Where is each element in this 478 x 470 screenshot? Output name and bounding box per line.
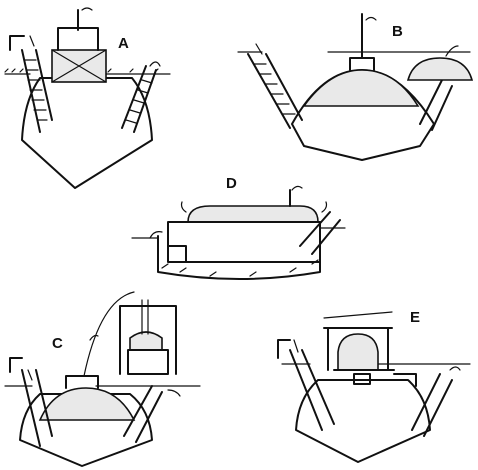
inlet-pipe-c [21, 369, 53, 447]
gas-pipe-e [393, 373, 417, 387]
gas-arrow-a [81, 7, 93, 11]
gas-arrow-d [291, 185, 303, 191]
outlet-d [299, 211, 341, 255]
digester-d: D [131, 175, 346, 280]
gas-valve-e [353, 373, 371, 385]
label-c: C [52, 335, 63, 352]
holder-gas-e [337, 333, 379, 371]
label-d: D [226, 175, 237, 192]
cover-arrow-b [445, 45, 459, 57]
inlet-arrow-d [149, 231, 163, 239]
inlet-funnel-c [9, 357, 23, 373]
gas-outlet-c [65, 375, 99, 389]
label-e: E [410, 309, 420, 326]
dome-cover-b [406, 57, 474, 81]
inlet-pipe-a [21, 49, 53, 133]
gas-arrow-c [89, 334, 99, 341]
housing-e [323, 327, 393, 371]
inlet-arrow-b [255, 43, 263, 55]
digester-e: E [277, 309, 471, 463]
cover-lid-e [323, 311, 393, 319]
holder-gas-c [129, 331, 163, 351]
drum-frame-a [57, 27, 99, 51]
label-b: B [392, 23, 403, 40]
trench-d [157, 227, 321, 280]
holder-guide-c [141, 299, 149, 335]
outlet-arrow-a [149, 61, 161, 67]
bag-liquid-d [167, 221, 321, 263]
inlet-d [167, 245, 187, 263]
inlet-arrow-a [29, 35, 35, 47]
tank-body-c [19, 393, 153, 467]
tank-body-a [21, 77, 153, 189]
inlet-funnel-a [9, 35, 25, 51]
dome-gas-c [38, 387, 136, 421]
outlet-arrow-c [167, 389, 181, 397]
holder-tank-c [127, 349, 169, 375]
outlet-pipe-a [121, 65, 157, 133]
outlet-arrow-e [449, 366, 461, 371]
outlet-pipe-e [411, 373, 453, 437]
gas-bag-d [187, 205, 319, 223]
gas-line-c [83, 291, 135, 377]
inlet-pipe-b [247, 53, 303, 129]
inlet-funnel-e [277, 339, 291, 359]
dome-gas-b [302, 69, 420, 107]
ground-line-d [131, 227, 346, 239]
digester-b: B [237, 13, 474, 161]
outlet-pipe-b [419, 79, 453, 131]
digester-c: C [4, 291, 201, 467]
gas-outlet-b [349, 13, 375, 71]
label-a: A [118, 35, 129, 52]
tank-body-e [295, 379, 431, 463]
gas-arrow-b [365, 16, 377, 21]
outlet-pipe-c [123, 385, 163, 443]
inlet-pipe-e [289, 349, 335, 431]
digester-a: A [4, 7, 171, 189]
